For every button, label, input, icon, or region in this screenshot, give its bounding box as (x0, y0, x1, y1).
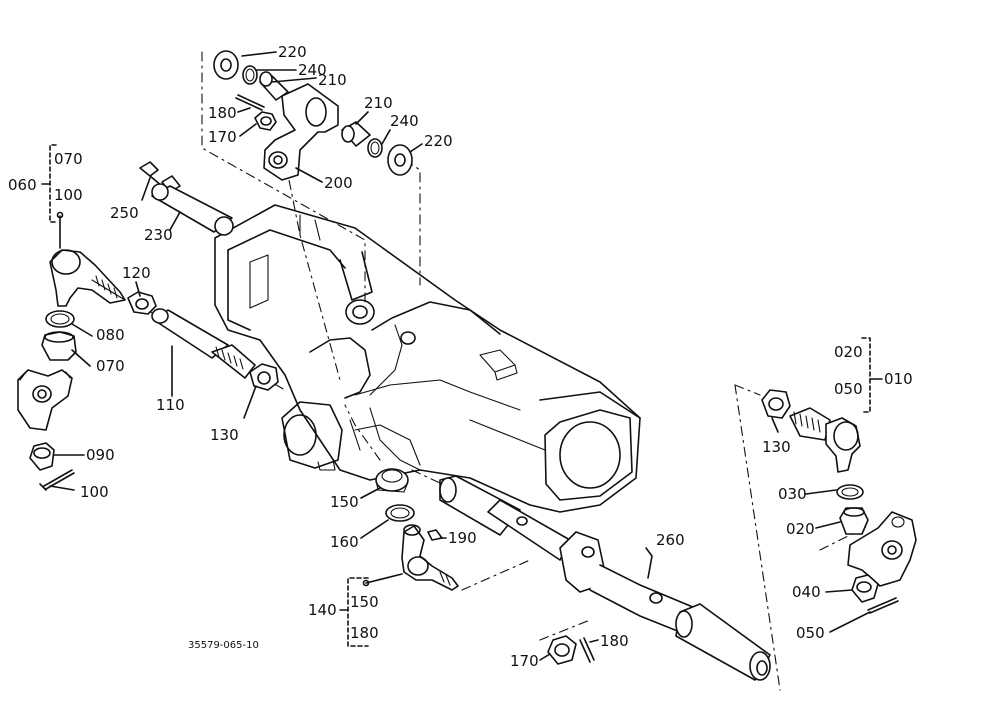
exploded-view-drawing (17, 50, 917, 691)
label-150-bracket: 150 (350, 593, 379, 611)
label-050: 050 (796, 624, 825, 642)
label-140: 140 (308, 601, 337, 619)
label-180-bracket: 180 (350, 624, 379, 642)
pin-230-bolt-250 (139, 161, 234, 236)
label-210-top: 210 (318, 71, 347, 89)
label-110: 110 (156, 396, 185, 414)
label-070-bracket: 070 (54, 150, 83, 168)
label-070: 070 (96, 357, 125, 375)
label-180-bottom: 180 (600, 632, 629, 650)
label-220-top: 220 (278, 43, 307, 61)
drawing-code: 35579-065-10 (188, 640, 259, 651)
label-010: 010 (884, 370, 913, 388)
label-100-bracket: 100 (54, 186, 83, 204)
arm-group-top (213, 50, 413, 181)
label-230: 230 (144, 226, 173, 244)
label-060: 060 (8, 176, 37, 194)
label-170-top: 170 (208, 128, 237, 146)
label-220-right: 220 (424, 132, 453, 150)
axle-housing (214, 204, 641, 513)
label-130-left: 130 (210, 426, 239, 444)
leader-dot-060 (56, 211, 64, 219)
label-020-bracket: 020 (834, 343, 863, 361)
part-labels: 220 240 210 180 170 210 240 220 200 250 … (8, 43, 913, 670)
label-030: 030 (778, 485, 807, 503)
leader-lines (49, 51, 871, 661)
label-120: 120 (122, 264, 151, 282)
label-100: 100 (80, 483, 109, 501)
label-090: 090 (86, 446, 115, 464)
label-130-right: 130 (762, 438, 791, 456)
label-020: 020 (786, 520, 815, 538)
label-170-bottom: 170 (510, 652, 539, 670)
label-190: 190 (448, 529, 477, 547)
tie-rod-left (17, 249, 279, 491)
label-240-top: 240 (298, 61, 327, 79)
label-040: 040 (792, 583, 821, 601)
tie-rod-right (761, 389, 917, 614)
label-260: 260 (656, 531, 685, 549)
label-180-top: 180 (208, 104, 237, 122)
label-240-right: 240 (390, 112, 419, 130)
label-080: 080 (96, 326, 125, 344)
label-250: 250 (110, 204, 139, 222)
label-150: 150 (330, 493, 359, 511)
group-brackets (41, 144, 883, 647)
label-160: 160 (330, 533, 359, 551)
label-200: 200 (324, 174, 353, 192)
cylinder-260-group (375, 468, 771, 681)
label-050-bracket: 050 (834, 380, 863, 398)
label-210-right: 210 (364, 94, 393, 112)
leader-dot-140 (362, 579, 370, 587)
